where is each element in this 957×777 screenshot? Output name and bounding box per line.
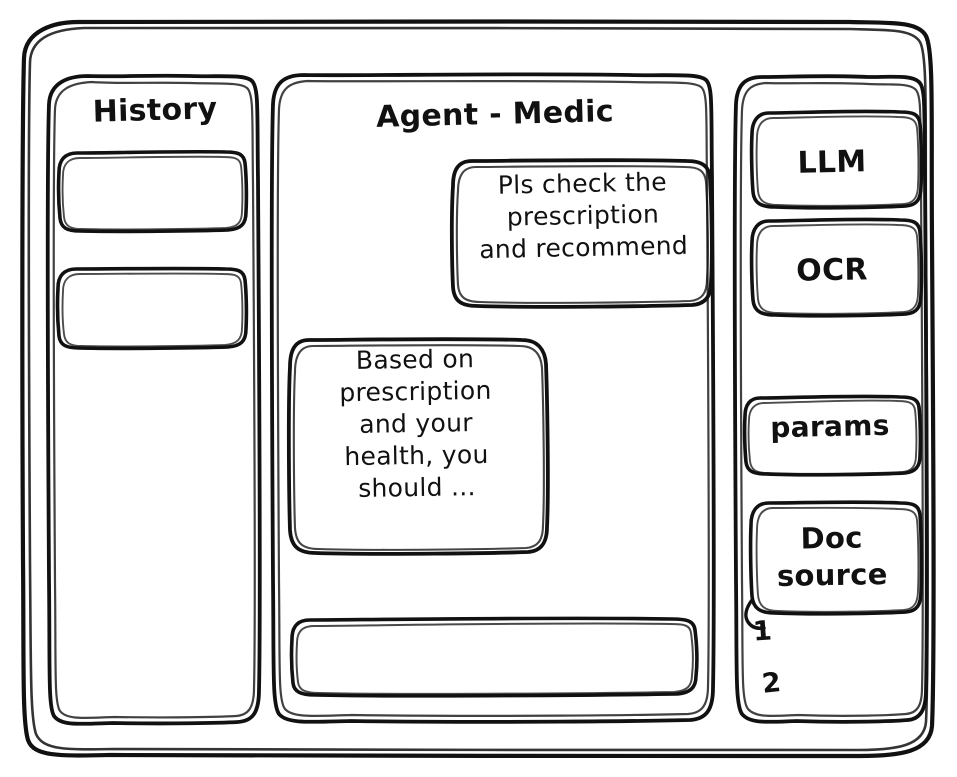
history-item-2[interactable]: [58, 268, 248, 350]
params-button[interactable]: [744, 395, 922, 476]
history-item-1[interactable]: [58, 151, 248, 233]
composer-input[interactable]: [291, 617, 699, 697]
user-message-bubble[interactable]: [452, 159, 713, 309]
doc-source-button[interactable]: [750, 501, 923, 615]
assistant-message-bubble[interactable]: [289, 338, 549, 555]
tool-ocr-button[interactable]: [751, 218, 923, 317]
tool-llm-button[interactable]: [751, 110, 923, 209]
